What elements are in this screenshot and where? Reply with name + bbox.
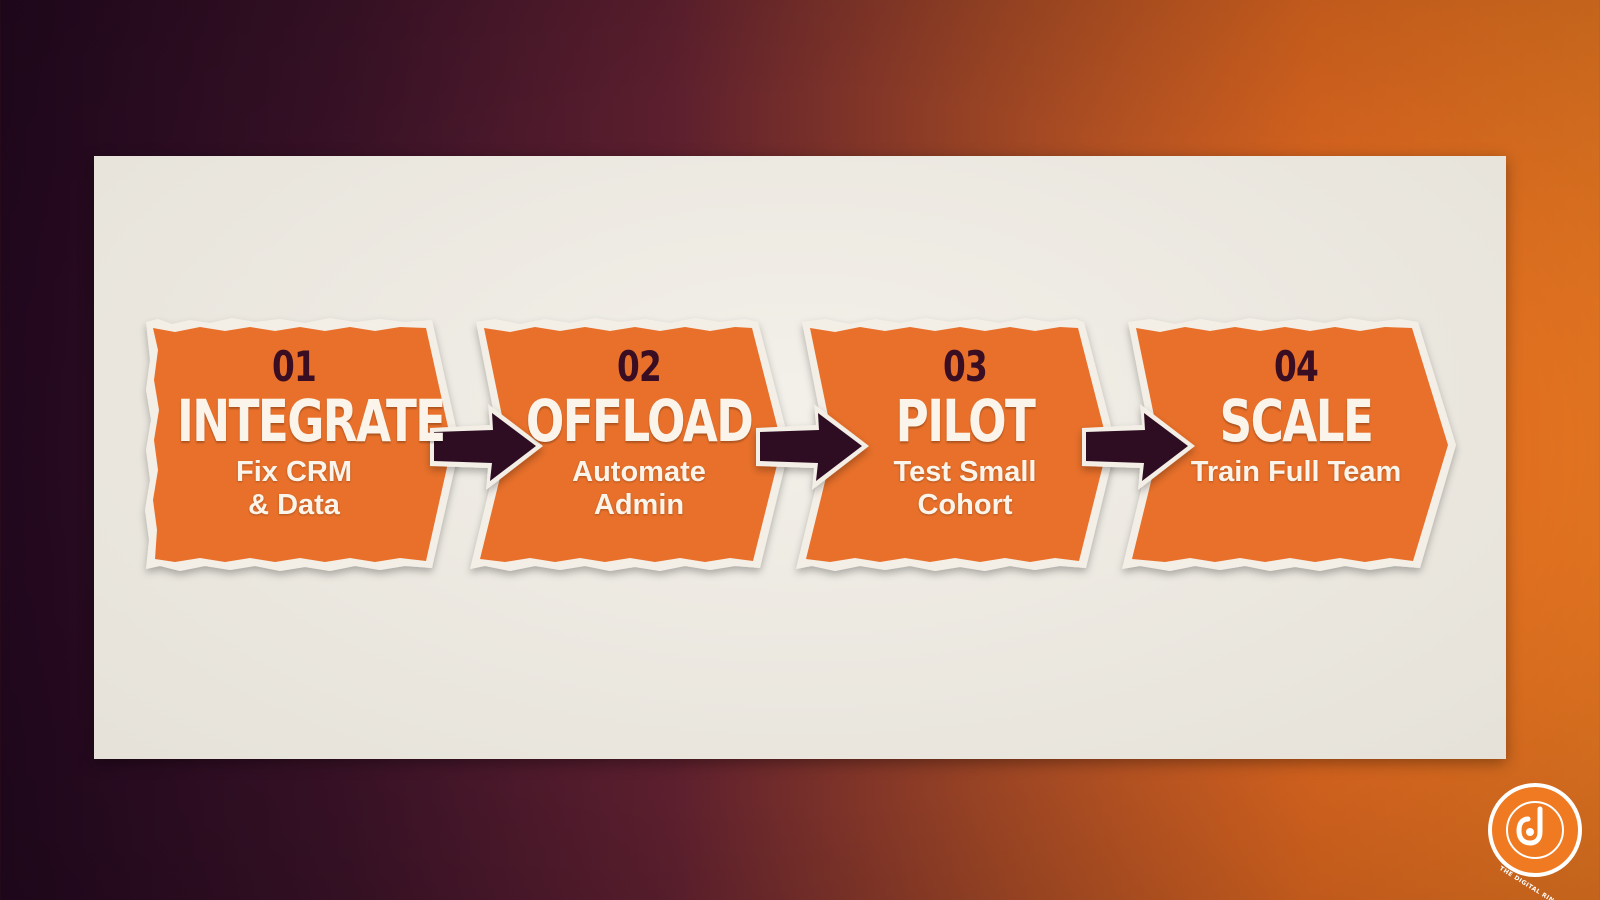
step-1-description: Fix CRM & Data	[236, 456, 352, 521]
step-2-number: 02	[616, 342, 662, 391]
step-2-shape	[470, 318, 790, 571]
step-4-number: 04	[1273, 342, 1319, 391]
step-1-title: INTEGRATE	[177, 387, 446, 455]
brand-logo: THE DIGITAL RING	[1488, 783, 1582, 900]
step-2-title: OFFLOAD	[525, 387, 754, 455]
step-3-number: 03	[942, 342, 988, 391]
step-4-shape	[1122, 318, 1456, 571]
step-1: 01 INTEGRATE Fix CRM & Data	[144, 342, 446, 522]
arrow-1-icon	[430, 404, 543, 490]
arrow-3-icon	[1082, 404, 1195, 490]
step-4-title: SCALE	[1219, 387, 1374, 455]
logo-ring-icon	[1506, 801, 1564, 859]
step-1-shape	[145, 318, 460, 571]
step-1-number: 01	[271, 342, 317, 391]
step-3-description: Test Small Cohort	[893, 456, 1037, 521]
step-2: 02 OFFLOAD Automate Admin	[489, 344, 789, 522]
step-3-title: PILOT	[895, 387, 1036, 455]
step-2-description: Automate Admin	[572, 456, 706, 521]
step-3: 03 PILOT Test Small Cohort	[815, 344, 1115, 522]
step-4: 04 SCALE Train Full Team	[1146, 344, 1446, 489]
arrow-2-icon	[756, 404, 869, 490]
step-4-description: Train Full Team	[1190, 456, 1402, 488]
step-3-shape	[796, 318, 1116, 571]
